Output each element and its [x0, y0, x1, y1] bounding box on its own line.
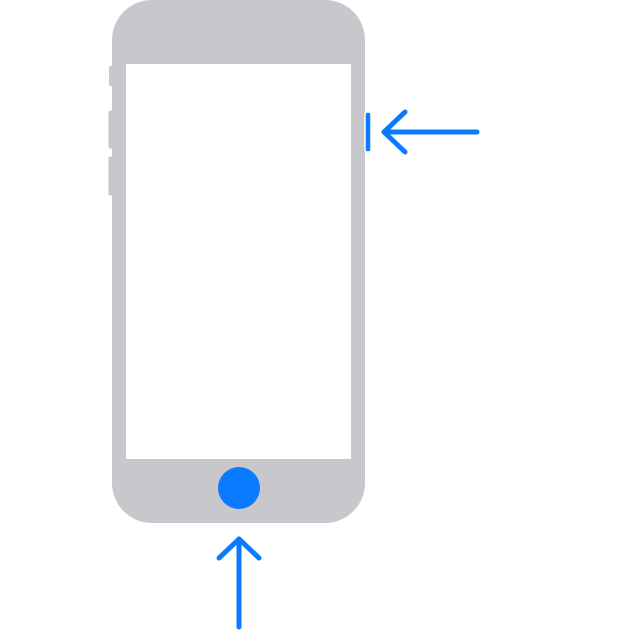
side-button-arrow — [381, 109, 480, 155]
home-button — [218, 467, 260, 509]
home-button-arrow — [216, 536, 262, 630]
phone-screen — [126, 64, 351, 459]
side-button — [364, 111, 372, 153]
